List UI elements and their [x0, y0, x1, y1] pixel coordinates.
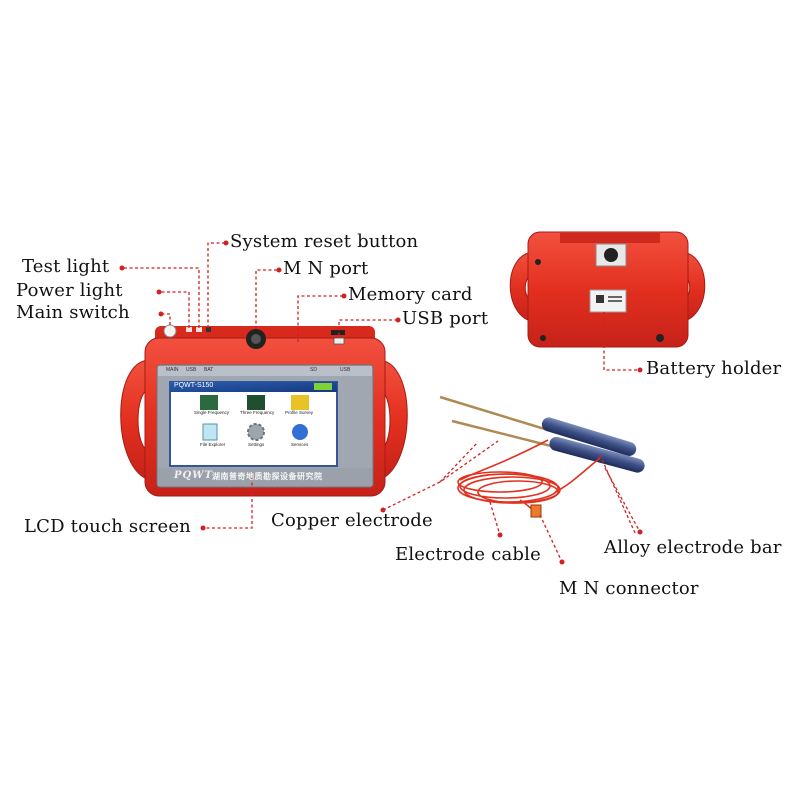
brand-chinese-text: 湖南普奇地质勘探设备研究院 — [212, 472, 323, 481]
screen-title: PQWT-S150 — [174, 382, 214, 389]
single-frequency-icon — [200, 395, 218, 410]
pointer-lines — [122, 242, 641, 563]
label-mn-port: M N port — [283, 258, 369, 279]
status-bat: BAT — [204, 367, 214, 373]
memory-card-slot — [331, 330, 345, 335]
electrode-set — [439, 395, 645, 518]
mn-connector — [530, 504, 542, 518]
app-label-single-frequency[interactable]: Single Frequency — [194, 410, 230, 415]
status-usb-right: USB — [340, 367, 351, 373]
reset-button — [206, 327, 211, 332]
pointer-dots — [119, 240, 643, 565]
battery-holder-device — [509, 231, 706, 348]
profile-survey-icon — [291, 395, 309, 410]
label-power-light: Power light — [16, 280, 123, 301]
three-frequency-icon — [247, 395, 265, 410]
label-system-reset-button: System reset button — [230, 231, 419, 252]
main-switch-knob — [163, 324, 177, 338]
label-main-switch: Main switch — [16, 302, 130, 323]
main-device — [120, 324, 408, 497]
alloy-electrode-bar-1 — [541, 417, 637, 456]
label-battery-holder: Battery holder — [646, 358, 782, 379]
label-usb-port: USB port — [402, 308, 489, 329]
status-main: MAIN — [166, 367, 179, 373]
app-label-settings[interactable]: Settings — [248, 442, 265, 447]
alloy-electrode-bar-2 — [549, 436, 645, 473]
settings-gear-icon — [247, 423, 265, 441]
test-light — [196, 327, 202, 332]
app-label-profile-survey[interactable]: Profile Survey — [285, 410, 314, 415]
app-label-three-frequency[interactable]: Three Frequency — [240, 410, 275, 415]
status-sd: SD — [310, 367, 317, 373]
label-memory-card: Memory card — [348, 284, 473, 305]
electrode-cable-coil — [457, 439, 601, 513]
status-usb: USB — [186, 367, 197, 373]
label-alloy-electrode-bar: Alloy electrode bar — [604, 537, 782, 558]
usb-port-slot — [333, 337, 345, 345]
services-icon — [292, 424, 308, 440]
label-lcd-touch-screen: LCD touch screen — [24, 516, 191, 537]
brand-logo: PQWT — [174, 470, 213, 481]
app-label-services[interactable]: Services — [291, 442, 309, 447]
app-label-file-explorer[interactable]: File Explorer — [200, 442, 226, 447]
label-test-light: Test light — [22, 256, 110, 277]
power-light — [186, 327, 192, 332]
file-explorer-icon — [202, 423, 218, 441]
label-mn-connector: M N connector — [559, 578, 699, 599]
lcd-app-grid — [200, 395, 309, 441]
copper-electrode-rod-2 — [451, 419, 556, 449]
copper-electrode-rod-1 — [439, 395, 549, 432]
label-copper-electrode: Copper electrode — [271, 510, 433, 531]
label-electrode-cable: Electrode cable — [395, 544, 541, 565]
